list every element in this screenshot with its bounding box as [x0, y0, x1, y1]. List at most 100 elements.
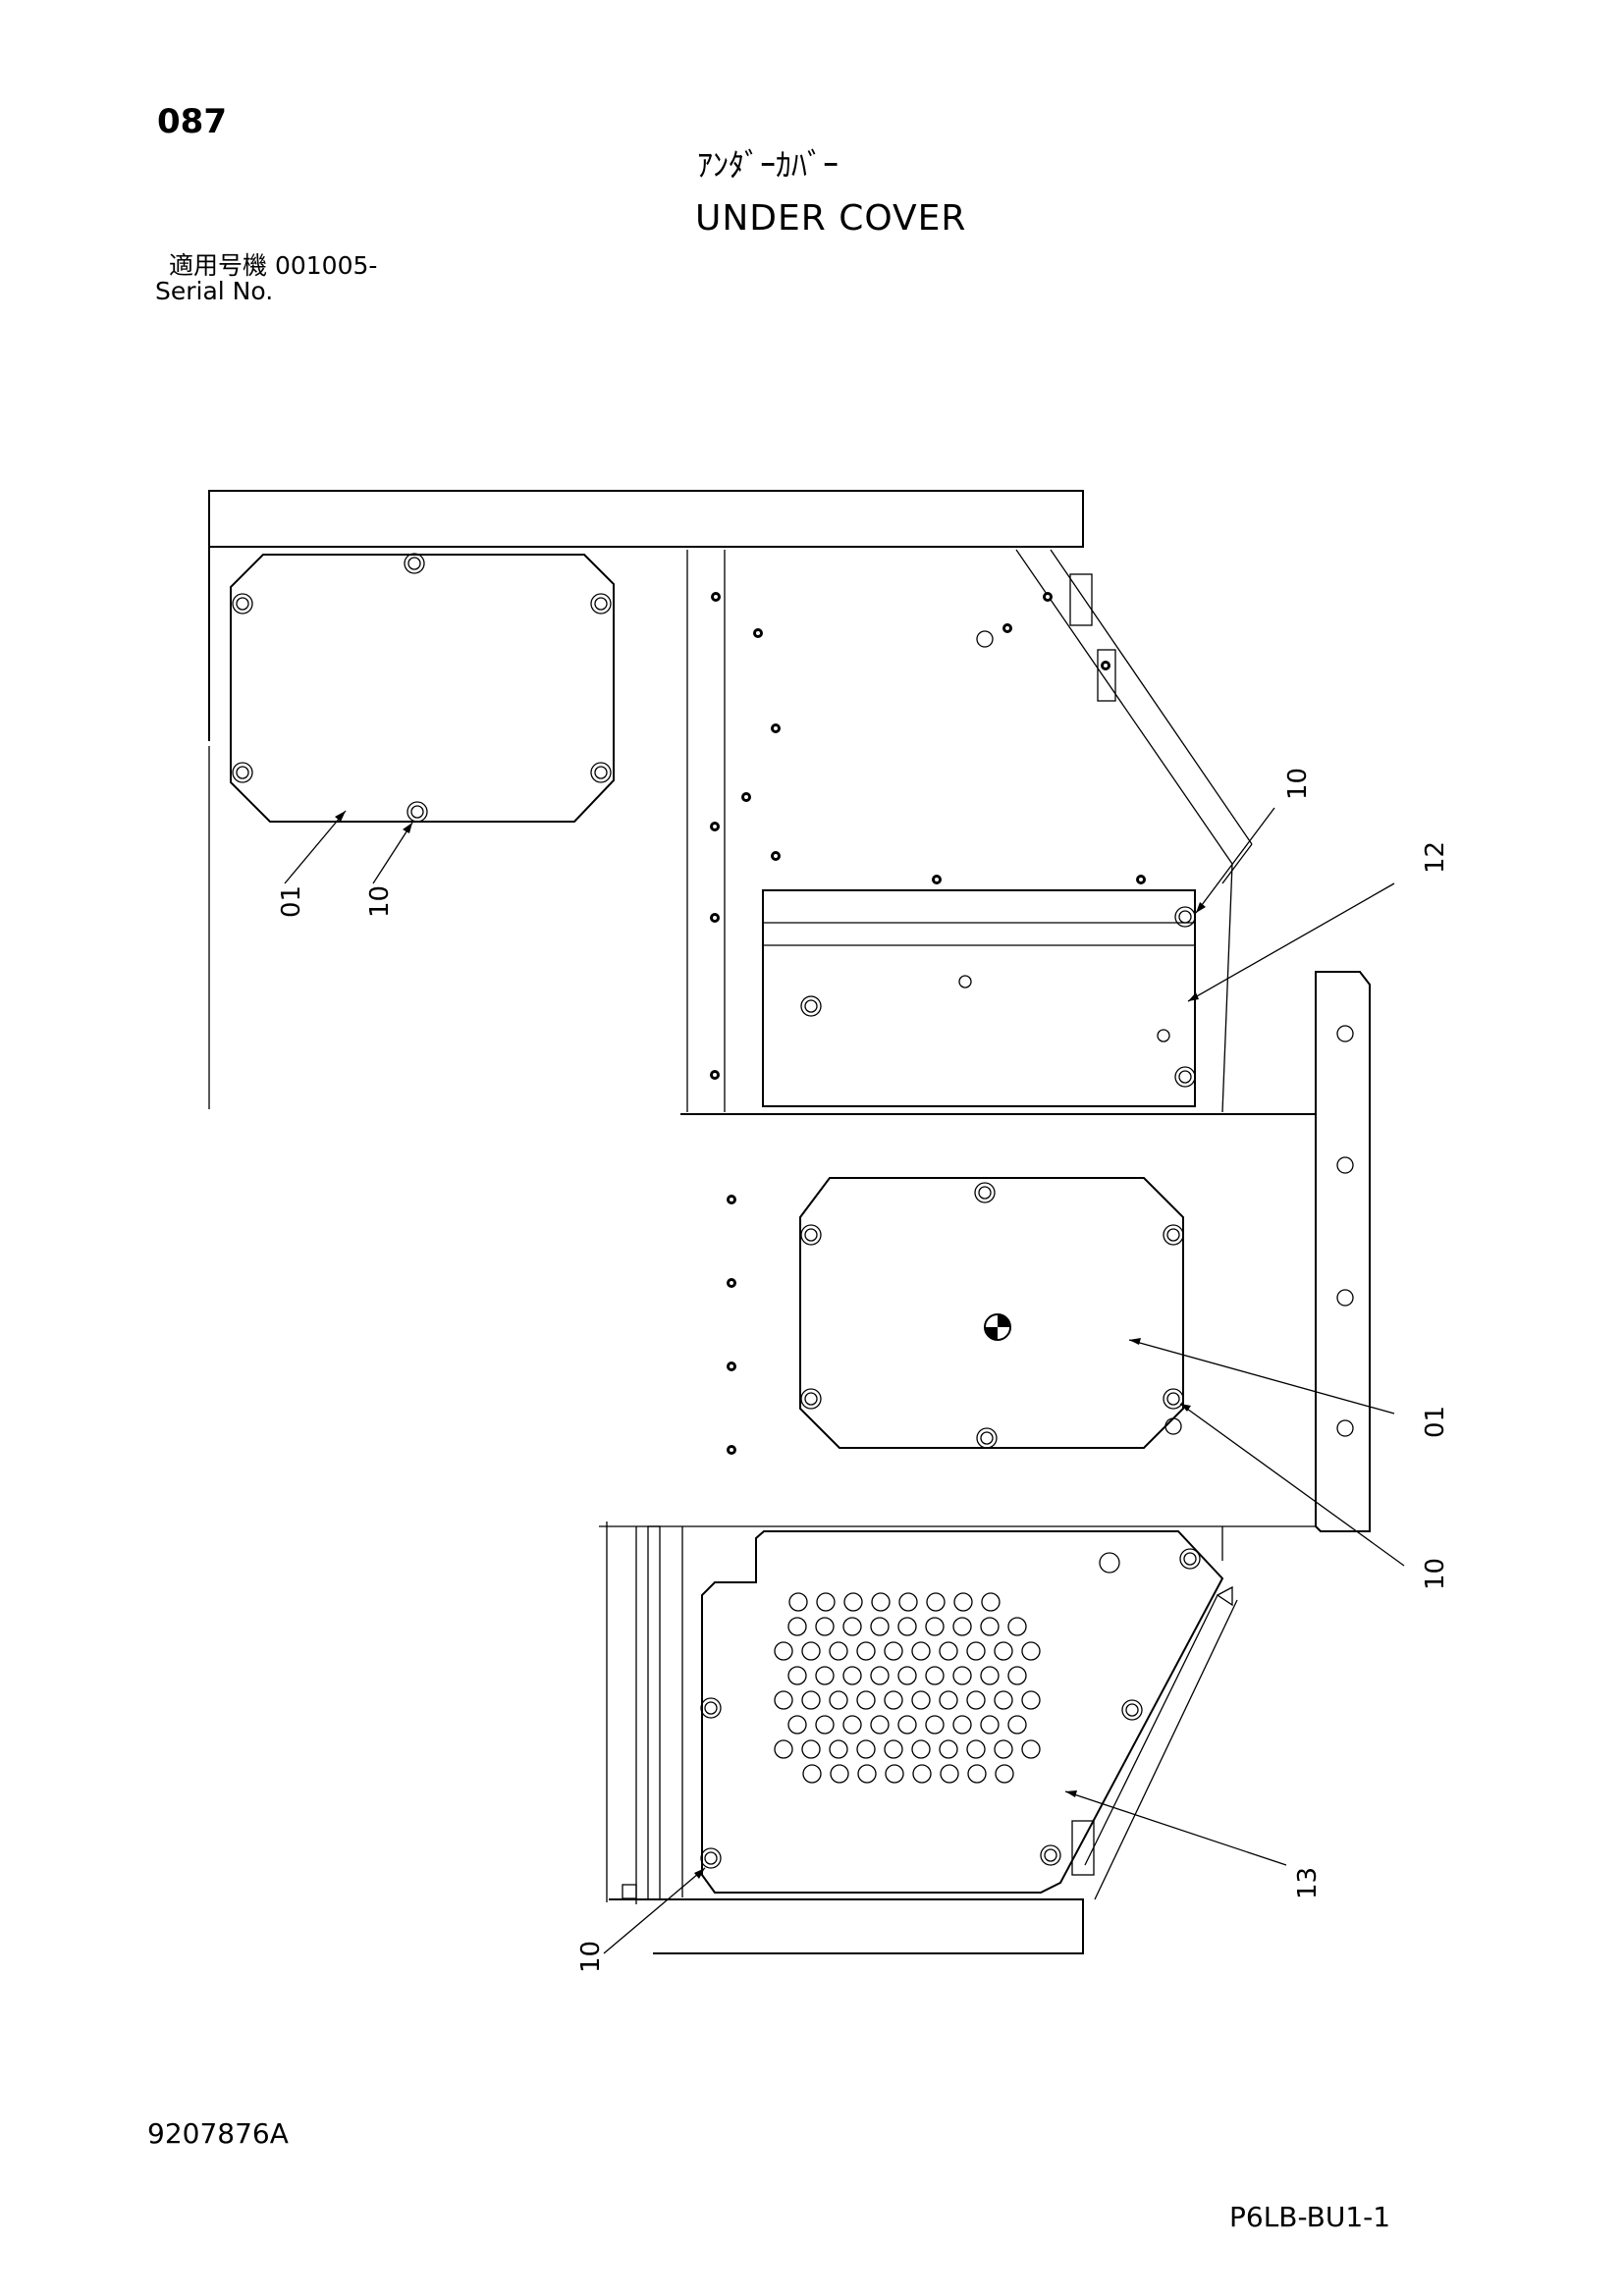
perforation-hole	[939, 1641, 958, 1661]
perforation-hole	[952, 1666, 972, 1685]
perforation-hole	[911, 1641, 931, 1661]
under-cover-13	[701, 1530, 1224, 1894]
perforation-hole	[801, 1739, 821, 1759]
perforation-hole	[885, 1764, 904, 1784]
serial-label-english: Serial No.	[155, 277, 274, 305]
perforation-hole	[925, 1617, 945, 1636]
perforation-hole	[870, 1617, 890, 1636]
center-of-gravity-mark	[984, 1313, 1011, 1341]
perforation-hole	[842, 1617, 862, 1636]
nut-group-middle	[727, 1195, 736, 1455]
callout-labels: 01 10 10 12 01 10 13 10	[277, 768, 1450, 1973]
bolt-group-lower	[622, 1548, 1233, 1899]
perforation-hole	[787, 1617, 807, 1636]
callout-lower-bolt: 10	[576, 1941, 606, 1973]
perforation-hole	[1021, 1641, 1041, 1661]
perforation-grid	[774, 1592, 1041, 1784]
callout-top-left-cover: 01	[277, 885, 306, 918]
document-number: 9207876A	[147, 2117, 289, 2150]
serial-label-japanese: 適用号機 001005-	[169, 251, 378, 280]
perforation-hole	[966, 1739, 986, 1759]
perforation-hole	[815, 1715, 835, 1735]
perforation-hole	[966, 1690, 986, 1710]
upper-right-view	[680, 549, 1395, 1115]
perforation-hole	[856, 1641, 876, 1661]
perforation-hole	[897, 1666, 917, 1685]
callout-upper-right-cover: 12	[1421, 841, 1450, 874]
perforation-hole	[1021, 1690, 1041, 1710]
perforation-hole	[842, 1715, 862, 1735]
perforation-hole	[829, 1739, 848, 1759]
bolt-group-upper-right	[800, 630, 1196, 1088]
perforation-hole	[856, 1739, 876, 1759]
perforation-hole	[871, 1592, 891, 1612]
callout-middle-cover: 01	[1421, 1406, 1450, 1438]
perforation-hole	[994, 1739, 1013, 1759]
callout-middle-bolt: 10	[1421, 1558, 1450, 1590]
bolt-group-middle	[800, 1182, 1184, 1449]
perforation-hole	[787, 1715, 807, 1735]
perforation-hole	[980, 1617, 1000, 1636]
perforation-hole	[939, 1690, 958, 1710]
perforation-hole	[911, 1690, 931, 1710]
perforation-hole	[911, 1739, 931, 1759]
perforation-hole	[870, 1666, 890, 1685]
perforation-hole	[774, 1739, 793, 1759]
perforation-hole	[897, 1617, 917, 1636]
perforation-hole	[994, 1641, 1013, 1661]
perforation-hole	[1007, 1666, 1027, 1685]
title-japanese: ｱﾝﾀﾞｰｶﾊﾞｰ	[697, 146, 839, 184]
page-number: 087	[157, 102, 227, 141]
perforation-hole	[774, 1641, 793, 1661]
holes-right-rail	[1336, 1025, 1354, 1437]
perforation-hole	[995, 1764, 1014, 1784]
perforation-hole	[898, 1592, 918, 1612]
middle-view	[599, 971, 1405, 1567]
perforation-hole	[842, 1666, 862, 1685]
perforation-hole	[940, 1764, 959, 1784]
callout-top-left-bolt: 10	[365, 885, 395, 918]
perforation-hole	[801, 1690, 821, 1710]
perforation-hole	[787, 1666, 807, 1685]
perforation-hole	[802, 1764, 822, 1784]
perforation-hole	[801, 1641, 821, 1661]
perforation-hole	[815, 1617, 835, 1636]
perforation-hole	[788, 1592, 808, 1612]
perforation-hole	[952, 1715, 972, 1735]
perforation-hole	[980, 1666, 1000, 1685]
perforation-hole	[884, 1739, 903, 1759]
perforation-hole	[774, 1690, 793, 1710]
under-cover-01-top-left	[230, 554, 615, 823]
nut-group-upper-right	[710, 592, 1146, 1080]
top-left-view	[208, 490, 1084, 1109]
perforation-hole	[843, 1592, 863, 1612]
callout-lower-cover: 13	[1293, 1867, 1323, 1899]
lower-view	[603, 1522, 1287, 1954]
perforation-hole	[952, 1617, 972, 1636]
perforation-hole	[829, 1690, 848, 1710]
perforation-hole	[816, 1592, 836, 1612]
perforation-hole	[1007, 1715, 1027, 1735]
perforation-hole	[897, 1715, 917, 1735]
perforation-hole	[884, 1690, 903, 1710]
perforation-hole	[870, 1715, 890, 1735]
perforation-hole	[884, 1641, 903, 1661]
perforation-hole	[815, 1666, 835, 1685]
perforation-hole	[967, 1764, 987, 1784]
perforation-hole	[912, 1764, 932, 1784]
perforation-hole	[830, 1764, 849, 1784]
perforation-hole	[925, 1666, 945, 1685]
perforation-hole	[829, 1641, 848, 1661]
perforation-hole	[939, 1739, 958, 1759]
perforation-hole	[857, 1764, 877, 1784]
perforation-hole	[966, 1641, 986, 1661]
perforation-hole	[953, 1592, 973, 1612]
perforation-hole	[1021, 1739, 1041, 1759]
sheet-code: P6LB-BU1-1	[1229, 2201, 1391, 2233]
perforation-hole	[925, 1715, 945, 1735]
callout-upper-right-bolt: 10	[1283, 768, 1313, 800]
perforation-hole	[980, 1715, 1000, 1735]
perforation-hole	[926, 1592, 946, 1612]
perforation-hole	[856, 1690, 876, 1710]
